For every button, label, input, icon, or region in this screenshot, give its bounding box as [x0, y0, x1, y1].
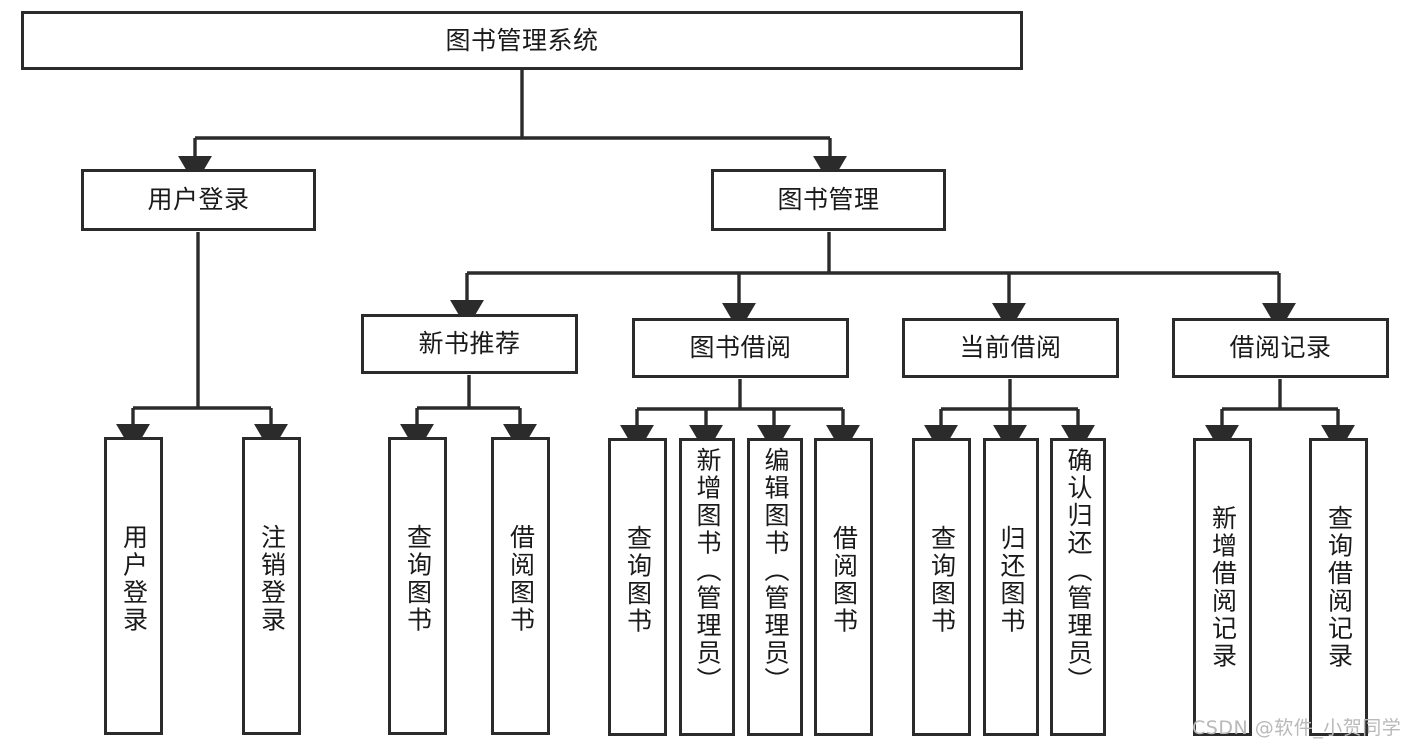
node-label: 图书借阅	[689, 333, 792, 363]
node-leaf-confirm-return-admin[interactable]: 确认归还（管理员）	[1050, 438, 1106, 736]
node-borrow-record[interactable]: 借阅记录	[1172, 318, 1389, 378]
node-label: 编辑图书（管理员）	[761, 447, 790, 695]
node-leaf-query-book-3[interactable]: 查询图书	[912, 438, 971, 736]
node-label: 新增借阅记录	[1208, 505, 1238, 670]
node-label: 注销登录	[257, 524, 287, 634]
node-label: 新增图书（管理员）	[693, 447, 722, 695]
csdn-watermark: CSDN @软件_小贺同学	[1192, 717, 1402, 739]
node-book-borrow[interactable]: 图书借阅	[632, 318, 849, 378]
node-leaf-user-login[interactable]: 用户登录	[104, 437, 163, 735]
node-new-book-recommend[interactable]: 新书推荐	[361, 314, 578, 374]
node-label: 查询借阅记录	[1324, 505, 1354, 670]
node-label: 查询图书	[927, 525, 957, 635]
node-label: 查询图书	[623, 525, 653, 635]
node-label: 图书管理	[777, 185, 880, 215]
node-leaf-logout[interactable]: 注销登录	[242, 437, 301, 735]
node-leaf-add-book-admin[interactable]: 新增图书（管理员）	[679, 438, 735, 736]
node-label: 确认归还（管理员）	[1064, 447, 1093, 695]
node-label: 归还图书	[997, 525, 1026, 635]
node-leaf-return-book[interactable]: 归还图书	[983, 438, 1039, 736]
node-user-login[interactable]: 用户登录	[81, 169, 316, 231]
node-label: 当前借阅	[959, 333, 1062, 363]
node-label: 借阅图书	[829, 525, 859, 635]
node-root-book-management-system[interactable]: 图书管理系统	[21, 11, 1023, 70]
node-label: 借阅记录	[1229, 333, 1332, 363]
node-label: 查询图书	[403, 524, 433, 634]
node-leaf-borrow-book-1[interactable]: 借阅图书	[491, 437, 550, 735]
node-label: 图书管理系统	[445, 25, 599, 55]
node-leaf-query-book-1[interactable]: 查询图书	[388, 437, 447, 735]
node-leaf-query-book-2[interactable]: 查询图书	[608, 438, 667, 736]
node-label: 借阅图书	[506, 524, 536, 634]
node-label: 用户登录	[119, 524, 149, 634]
node-label: 用户登录	[147, 185, 250, 215]
node-book-management[interactable]: 图书管理	[711, 169, 946, 231]
node-leaf-add-borrow-record[interactable]: 新增借阅记录	[1193, 438, 1252, 736]
node-current-borrow[interactable]: 当前借阅	[902, 318, 1119, 378]
node-label: 新书推荐	[418, 329, 521, 359]
node-leaf-query-borrow-record[interactable]: 查询借阅记录	[1309, 438, 1368, 736]
node-leaf-edit-book-admin[interactable]: 编辑图书（管理员）	[747, 438, 803, 736]
node-leaf-borrow-book-2[interactable]: 借阅图书	[814, 438, 873, 736]
